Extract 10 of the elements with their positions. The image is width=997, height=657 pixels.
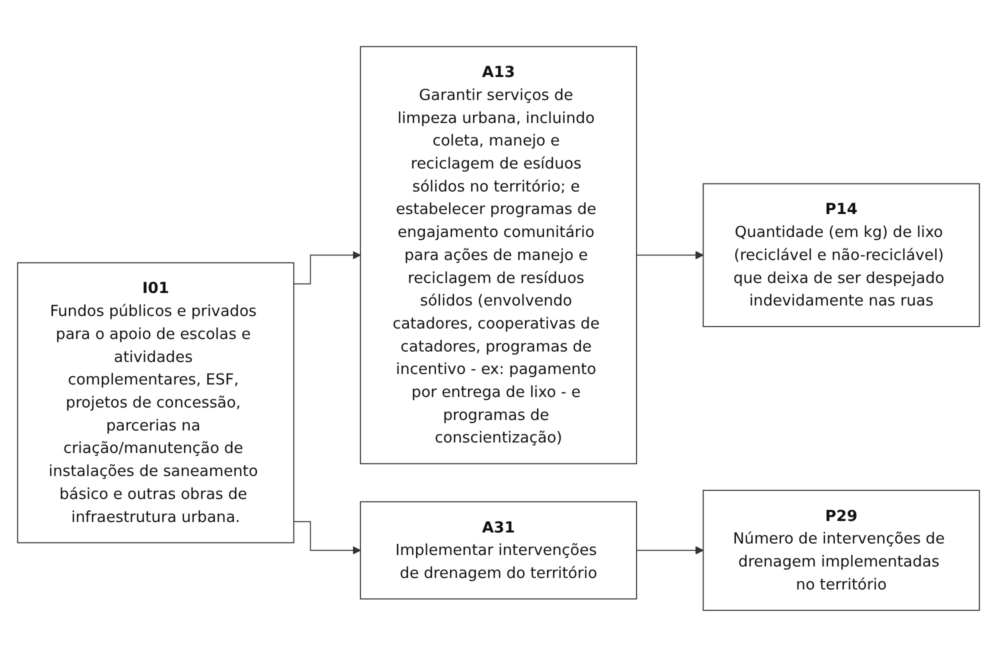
flow-diagram: I01 Fundos públicos e privados para o apoio de escolas e atividades complementares, ESF, projetos de concessão, parcerias na criação/manutenção de instalações de saneamento básico e outras obras de infraestrutura urbana. A13 Garantir serviços de limpeza urbana, incluindo coleta, manejo e reciclagem de esíduos sólidos no território; e estabelecer programas de engajamento comunitário para ações de manejo e reciclagem de resíduos sólidos (envolvendo catadores, cooperativas de catadores, programas de incentivo - ex: pagamento por entrega de lixo - e programas de conscientização) P14 Quantidade (em kg) de lixo (reciclável e não-reciclável) que deixa de ser despejado indevidamente nas ruas A31 Implementar intervenções de drenagem do território P29 Número de intervenções de drenagem implementadas no território (10, 39, 987, 618)
node-box (17, 262, 294, 544)
node-box (702, 490, 980, 611)
node-box (360, 501, 638, 600)
node-box (360, 46, 638, 464)
arrow (293, 521, 361, 555)
node-box (702, 183, 980, 328)
arrow (636, 546, 704, 555)
arrow (636, 250, 704, 260)
arrow (293, 250, 361, 284)
